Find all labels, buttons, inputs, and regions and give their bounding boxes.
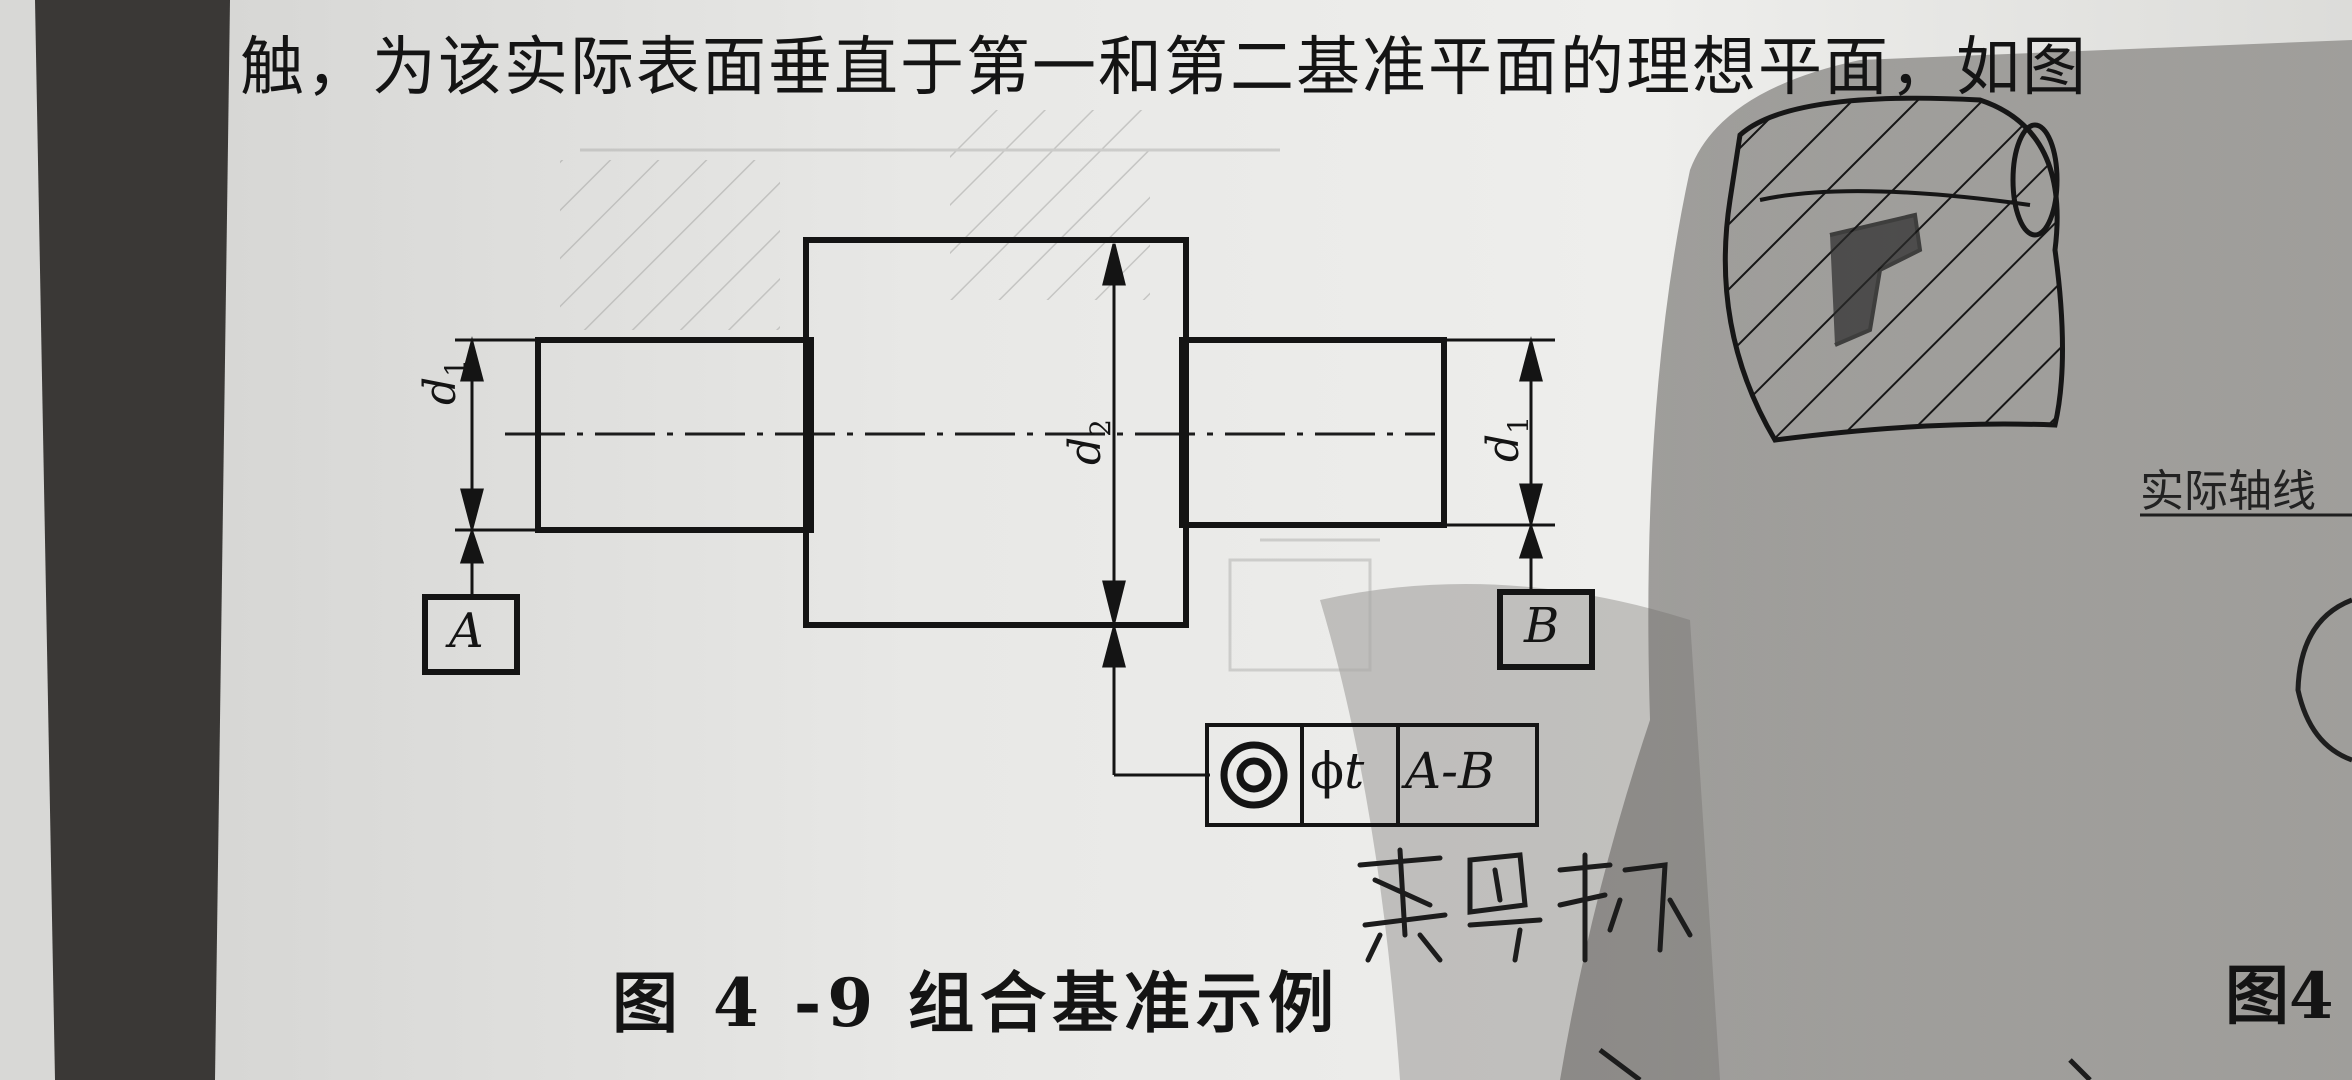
actual-axis-label: 实际轴线 (2140, 466, 2316, 517)
label-d1-left-symbol: d (415, 376, 466, 405)
right-figure (1722, 95, 2352, 763)
datum-a-label: A (449, 603, 484, 659)
body-text-line: 触，为该实际表面垂直于第一和第二基准平面的理想平面，如图 (240, 31, 2088, 105)
label-d1-left: d1 (415, 359, 472, 405)
concentricity-icon (1220, 741, 1288, 809)
datum-b-label: B (1524, 598, 1560, 654)
dimension-d1-left (459, 336, 485, 600)
datum-b-box (1497, 589, 1595, 670)
left-journal (535, 337, 814, 533)
label-d1-right-subscript: 1 (1501, 416, 1535, 434)
book-spine-shadow (0, 0, 230, 1080)
tolerance-reference: A-B (1405, 742, 1495, 800)
bleed-through-marks (560, 110, 1380, 672)
tolerance-value-prefix: ϕ (1310, 742, 1345, 800)
label-d2-symbol: d (1060, 436, 1111, 465)
datum-a-box (422, 594, 520, 675)
shaft (535, 237, 1447, 628)
label-d1-right-symbol: d (1478, 433, 1529, 462)
middle-collar (803, 237, 1189, 628)
tolerance-value: ϕt (1310, 742, 1364, 800)
dimension-d1-right (1518, 336, 1544, 595)
label-d1-right: d1 (1478, 416, 1535, 462)
figure-caption: 图 4 -9 组合基准示例 (612, 964, 1341, 1042)
dimension-d2 (1102, 243, 1210, 777)
tolerance-frame (1205, 723, 1539, 827)
label-d2: d2 (1060, 419, 1117, 465)
right-journal (1179, 337, 1447, 528)
tolerance-value-t: t (1344, 742, 1365, 800)
extension-lines (455, 338, 1555, 532)
label-d1-left-subscript: 1 (438, 359, 472, 377)
label-d2-subscript: 2 (1083, 419, 1117, 437)
right-figure-caption: 图4 (2225, 959, 2334, 1034)
handwritten-signature (1357, 847, 1693, 963)
